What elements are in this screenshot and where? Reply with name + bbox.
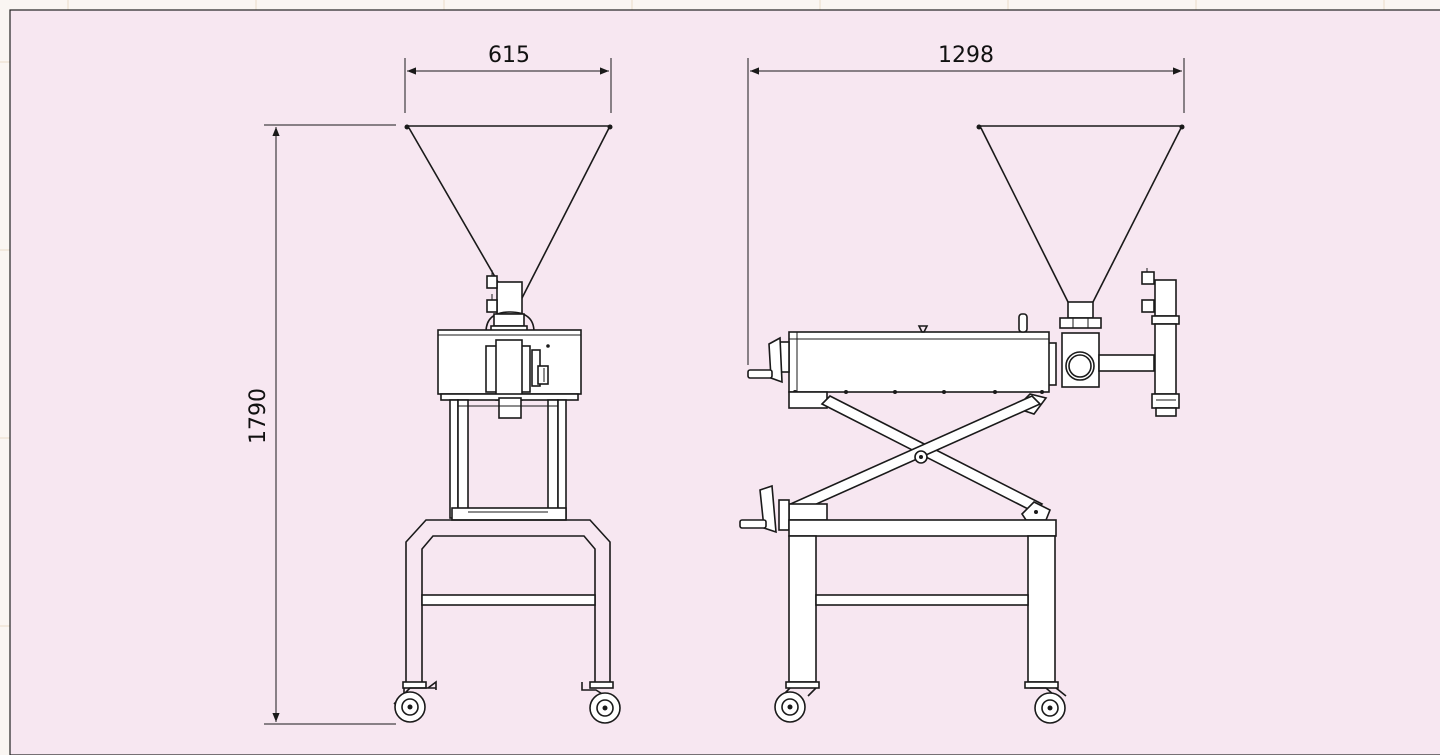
front-pump-column [485, 270, 535, 333]
side-view [739, 124, 1185, 724]
side-handwheel-lower [739, 484, 828, 534]
dimension-height-label: 1790 [246, 388, 271, 444]
side-hopper [976, 124, 1185, 329]
dimension-front-width: 615 [404, 43, 612, 113]
front-lift-frame [440, 393, 579, 521]
background-grid [0, 0, 1385, 627]
dimension-height: 1790 [246, 124, 396, 725]
side-pump-housing [1047, 332, 1155, 388]
side-outlet-valve [1141, 268, 1180, 417]
dimension-front-width-label: 615 [488, 43, 530, 68]
side-scissor-lift [784, 391, 1052, 521]
side-motor-body [747, 313, 1050, 394]
front-motor-box [437, 329, 582, 401]
front-view [393, 124, 621, 724]
side-caster-left [774, 687, 817, 723]
dimension-side-length-label: 1298 [938, 43, 994, 68]
front-caster-right [581, 682, 621, 724]
front-hopper [404, 124, 613, 301]
side-caster-right [1030, 687, 1067, 724]
dimension-side-length: 1298 [747, 43, 1185, 365]
drawing-panel [9, 9, 1440, 755]
front-base-cart [402, 519, 614, 689]
side-base-cart [785, 519, 1059, 689]
front-caster-left [393, 680, 437, 723]
